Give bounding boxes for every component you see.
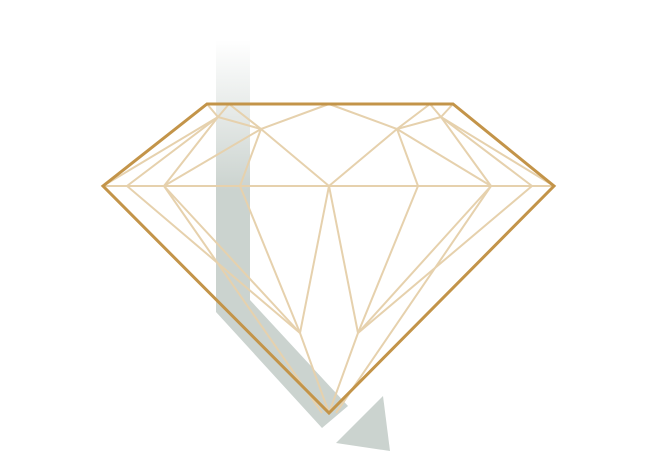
light-ray-shaft — [216, 40, 348, 428]
light-ray-arrowhead — [336, 396, 390, 451]
diamond-outline — [100, 102, 557, 416]
diamond-facets — [102, 103, 555, 414]
light-ray — [216, 40, 390, 451]
